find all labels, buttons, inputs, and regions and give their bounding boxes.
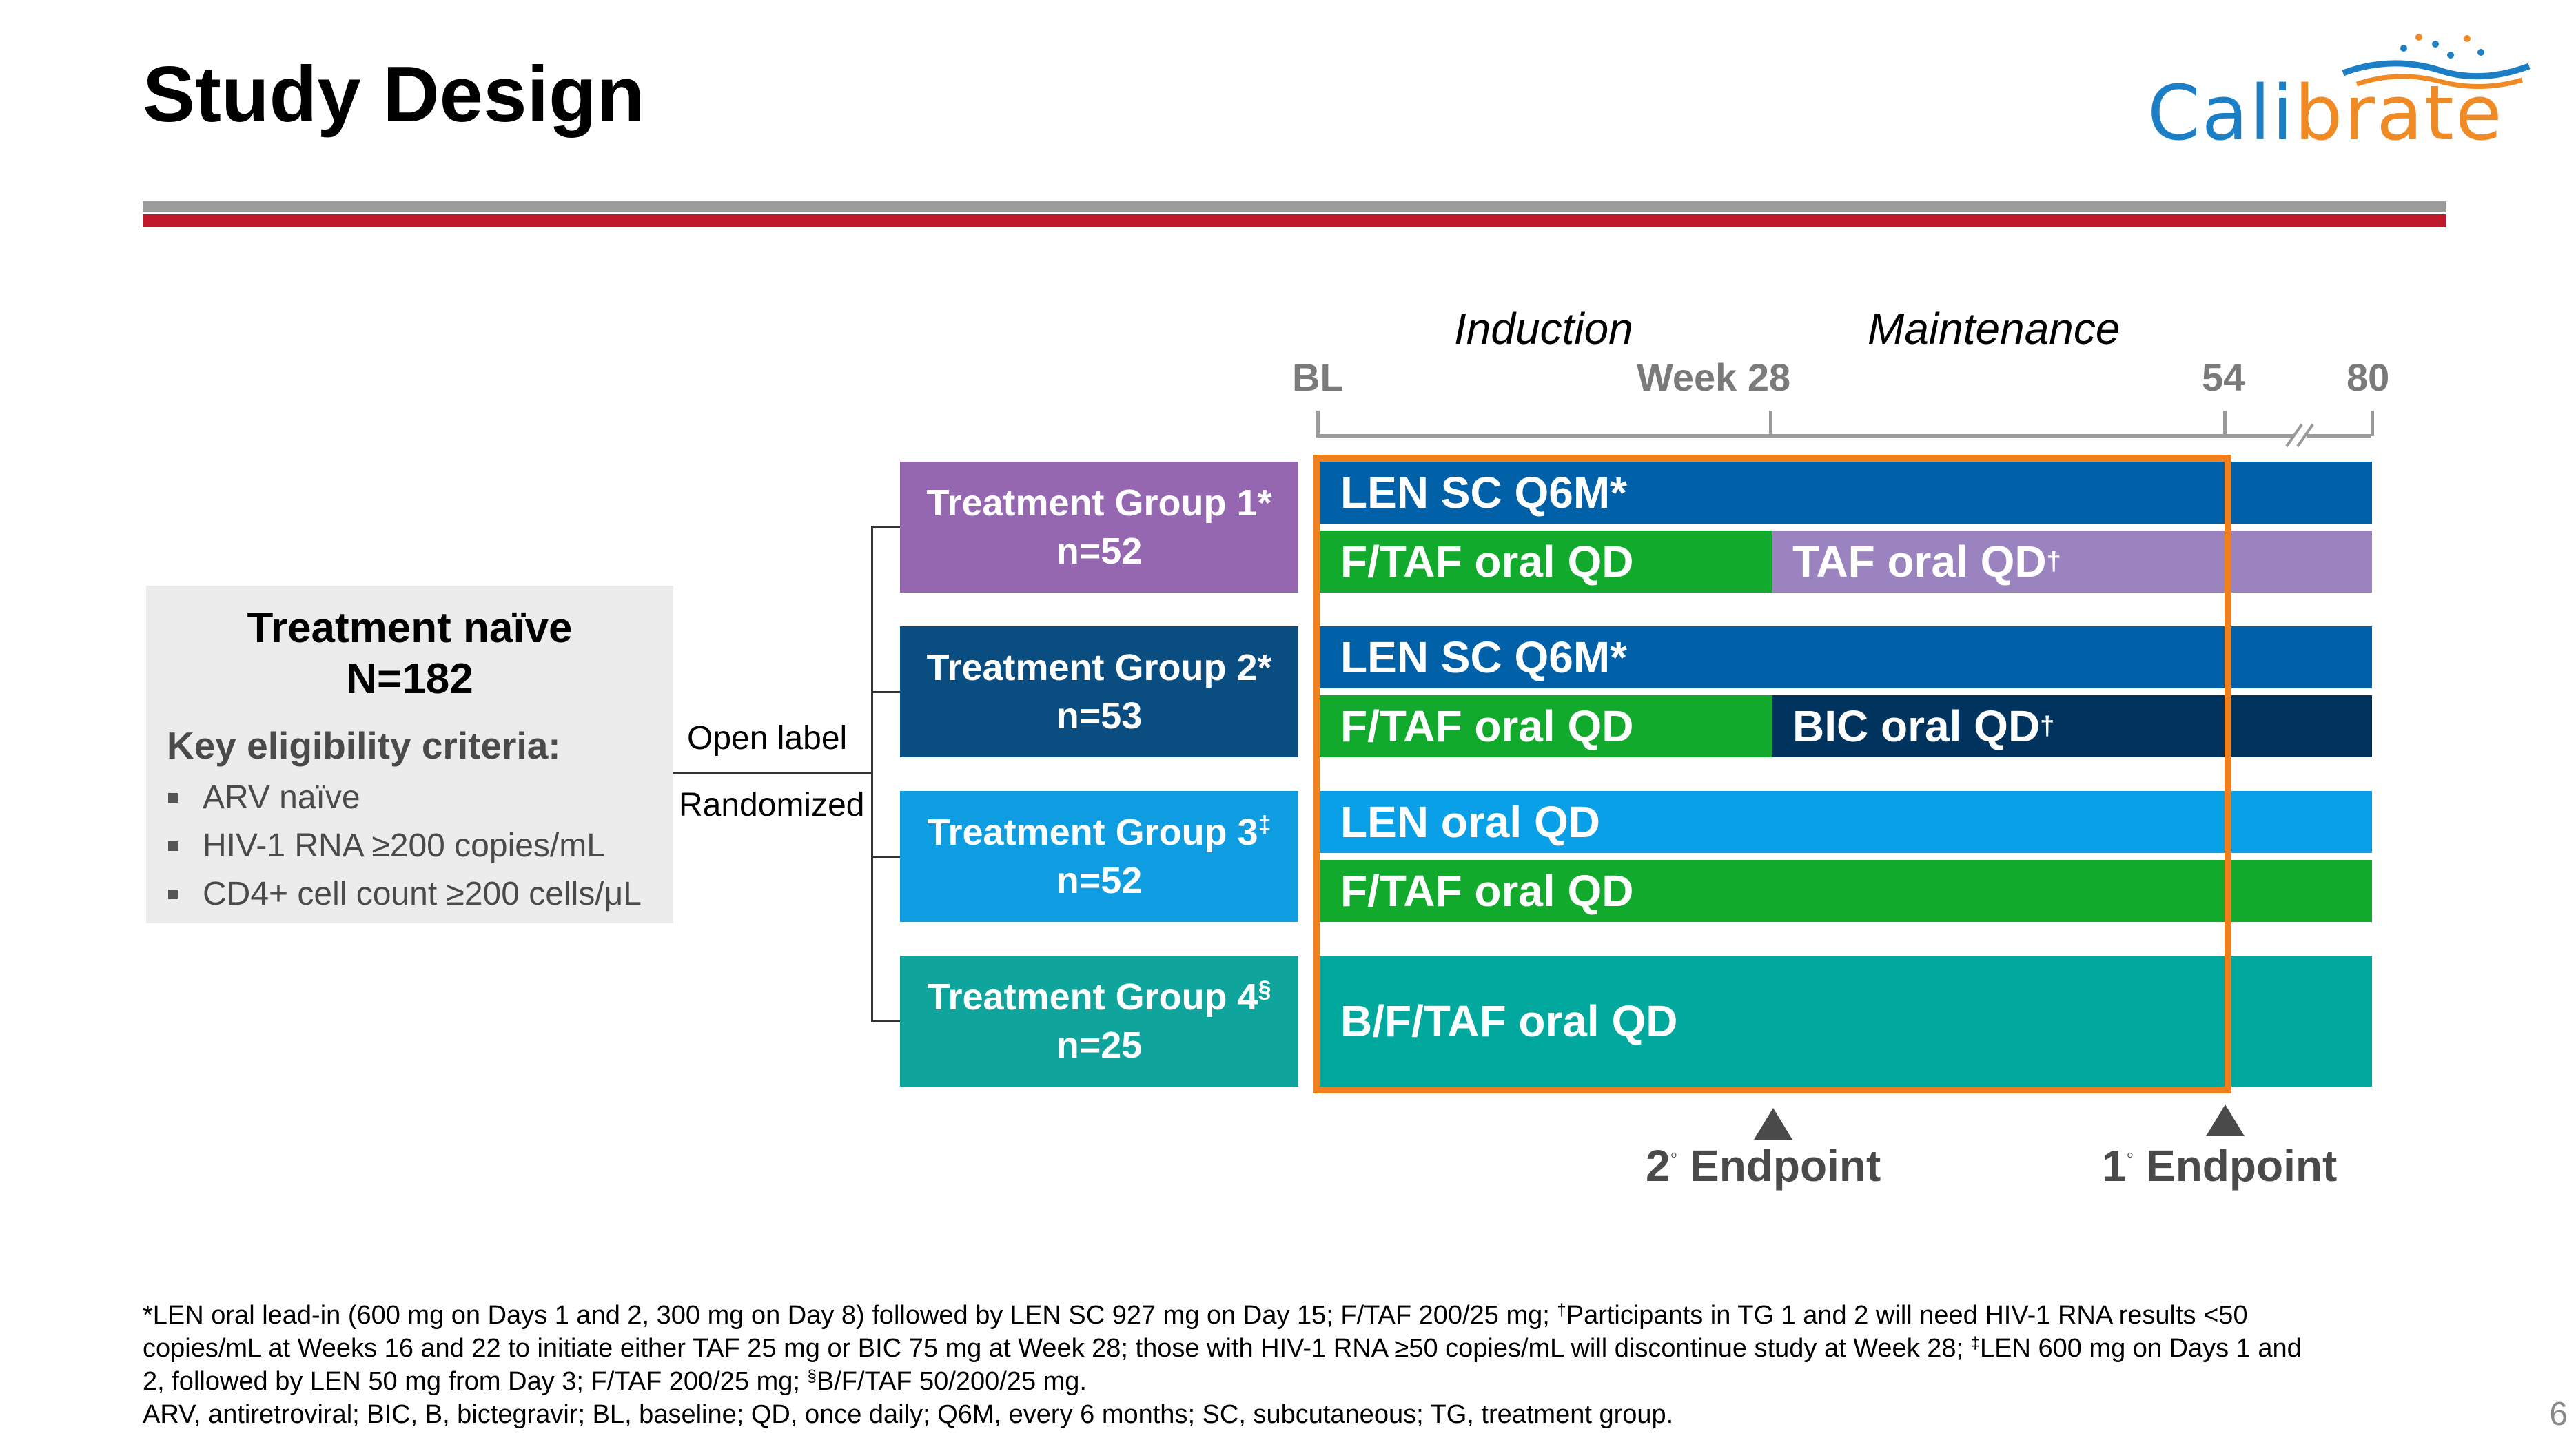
treatment-group-2-label: Treatment Group 2* n=53 bbox=[900, 626, 1298, 757]
slide-title: Study Design bbox=[143, 51, 645, 138]
population-label: Treatment naïve bbox=[247, 604, 573, 652]
footnote-line: ARV, antiretroviral; BIC, B, bictegravir… bbox=[143, 1400, 1674, 1429]
treatment-group-3-label: Treatment Group 3‡ n=52 bbox=[900, 791, 1298, 922]
endpoint-degree: ◦ bbox=[1670, 1144, 1678, 1167]
tick-label-week28: Week 28 bbox=[1637, 356, 1791, 399]
connector-branch-tg2 bbox=[871, 691, 900, 693]
secondary-endpoint-triangle-icon bbox=[1754, 1108, 1792, 1140]
group-mark: * bbox=[1257, 482, 1272, 524]
tick-label-bl: BL bbox=[1292, 356, 1344, 399]
criteria-item: HIV-1 RNA ≥200 copies/mL bbox=[203, 828, 605, 864]
footnote-text: copies/mL at Weeks 16 and 22 to initiate… bbox=[143, 1334, 1971, 1363]
group-name: Treatment Group 1 bbox=[926, 482, 1258, 524]
criteria-heading: Key eligibility criteria: bbox=[167, 724, 561, 767]
regimen-bar-g1-ftaf: F/TAF oral QD bbox=[1320, 531, 1772, 593]
header-divider-grey bbox=[143, 201, 2446, 212]
criteria-item: ARV naïve bbox=[203, 779, 360, 816]
footnote-text: Participants in TG 1 and 2 will need HIV… bbox=[1566, 1301, 2248, 1330]
footnote-line: 2, followed by LEN 50 mg from Day 3; F/T… bbox=[143, 1365, 2437, 1398]
footnotes: *LEN oral lead-in (600 mg on Days 1 and … bbox=[143, 1299, 2437, 1431]
group-n: n=52 bbox=[1056, 531, 1143, 572]
page-number: 6 bbox=[2549, 1396, 2568, 1432]
calibrate-logo: Calibrate bbox=[2143, 28, 2557, 157]
open-label-text: Open label bbox=[687, 720, 848, 757]
bullet-icon bbox=[168, 890, 178, 899]
criteria-item: CD4+ cell count ≥200 cells/μL bbox=[203, 876, 642, 912]
regimen-bar-g3-ftaf: F/TAF oral QD bbox=[1320, 860, 2372, 922]
group-mark: ‡ bbox=[1258, 812, 1271, 838]
footnote-text: LEN 600 mg on Days 1 and bbox=[1979, 1334, 2302, 1363]
population-n: N=182 bbox=[346, 655, 473, 703]
timeline-axis bbox=[1316, 434, 2371, 438]
tick-label-80: 80 bbox=[2347, 356, 2390, 399]
footnote-mark: § bbox=[807, 1367, 817, 1386]
endpoint-number: 2 bbox=[1646, 1141, 1670, 1191]
group-n: n=25 bbox=[1056, 1025, 1143, 1066]
eligibility-criteria-box: Treatment naïve N=182 Key eligibility cr… bbox=[146, 586, 673, 923]
connector-branch-tg1 bbox=[871, 526, 900, 528]
footnote-line: *LEN oral lead-in (600 mg on Days 1 and … bbox=[143, 1299, 2437, 1332]
logo-wave-icon bbox=[2342, 34, 2531, 89]
endpoint-text: Endpoint bbox=[1690, 1141, 1881, 1191]
logo-text-orange: brate bbox=[2294, 69, 2504, 157]
primary-endpoint-triangle-icon bbox=[2206, 1104, 2245, 1136]
randomized-text: Randomized bbox=[679, 787, 865, 823]
connector-horizontal bbox=[673, 772, 872, 774]
endpoint-degree: ◦ bbox=[2126, 1144, 2134, 1167]
timeline-tick-week28 bbox=[1769, 411, 1772, 436]
regimen-bar-g2-len-sc: LEN SC Q6M* bbox=[1320, 626, 2372, 688]
regimen-bar-g2-bic: BIC oral QD† bbox=[1772, 695, 2372, 757]
footnote-mark: † bbox=[1557, 1301, 1566, 1319]
endpoint-text: Endpoint bbox=[2146, 1141, 2338, 1191]
footnote-text: 2, followed by LEN 50 mg from Day 3; F/T… bbox=[143, 1367, 808, 1396]
bullet-icon bbox=[168, 793, 178, 803]
axis-break-icon bbox=[2285, 423, 2314, 448]
connector-branch-tg3 bbox=[871, 856, 900, 858]
group-name: Treatment Group 3 bbox=[927, 812, 1258, 853]
timeline-tick-54 bbox=[2223, 411, 2227, 436]
timeline-tick-80 bbox=[2371, 411, 2374, 436]
regimen-label: TAF oral QD bbox=[1792, 537, 2047, 586]
connector-branch-tg4 bbox=[871, 1020, 900, 1022]
primary-endpoint-label: 1◦ Endpoint bbox=[2102, 1140, 2337, 1191]
logo-text-blue: Cali bbox=[2147, 69, 2295, 157]
regimen-bar-g4-bftaf: B/F/TAF oral QD bbox=[1320, 956, 2372, 1087]
regimen-label: BIC oral QD bbox=[1792, 701, 2041, 751]
group-mark: § bbox=[1258, 976, 1271, 1003]
header-divider-red bbox=[143, 214, 2446, 227]
regimen-bar-g1-taf: TAF oral QD† bbox=[1772, 531, 2372, 593]
connector-vertical bbox=[871, 526, 873, 1022]
induction-label: Induction bbox=[1454, 304, 1633, 353]
timeline-tick-bl bbox=[1316, 411, 1320, 436]
regimen-bar-g2-ftaf: F/TAF oral QD bbox=[1320, 695, 1772, 757]
footnote-line: copies/mL at Weeks 16 and 22 to initiate… bbox=[143, 1332, 2437, 1365]
regimen-bar-g3-len-oral: LEN oral QD bbox=[1320, 791, 2372, 853]
endpoint-number: 1 bbox=[2102, 1141, 2127, 1191]
group-n: n=52 bbox=[1056, 860, 1143, 901]
regimen-bar-g1-len-sc: LEN SC Q6M* bbox=[1320, 462, 2372, 524]
tick-label-54: 54 bbox=[2202, 356, 2245, 399]
group-name: Treatment Group 2 bbox=[926, 647, 1258, 688]
treatment-group-1-label: Treatment Group 1* n=52 bbox=[900, 462, 1298, 593]
treatment-group-4-label: Treatment Group 4§ n=25 bbox=[900, 956, 1298, 1087]
group-name: Treatment Group 4 bbox=[927, 976, 1258, 1018]
maintenance-label: Maintenance bbox=[1868, 304, 2120, 353]
footnote-text: *LEN oral lead-in (600 mg on Days 1 and … bbox=[143, 1301, 1557, 1330]
footnote-mark: ‡ bbox=[1970, 1334, 1980, 1353]
bullet-icon bbox=[168, 841, 178, 851]
week54-analysis-window bbox=[1313, 455, 2231, 1093]
group-n: n=53 bbox=[1056, 695, 1143, 737]
footnote-text: B/F/TAF 50/200/25 mg. bbox=[816, 1367, 1087, 1396]
group-mark: * bbox=[1257, 647, 1272, 688]
secondary-endpoint-label: 2◦ Endpoint bbox=[1646, 1140, 1881, 1191]
